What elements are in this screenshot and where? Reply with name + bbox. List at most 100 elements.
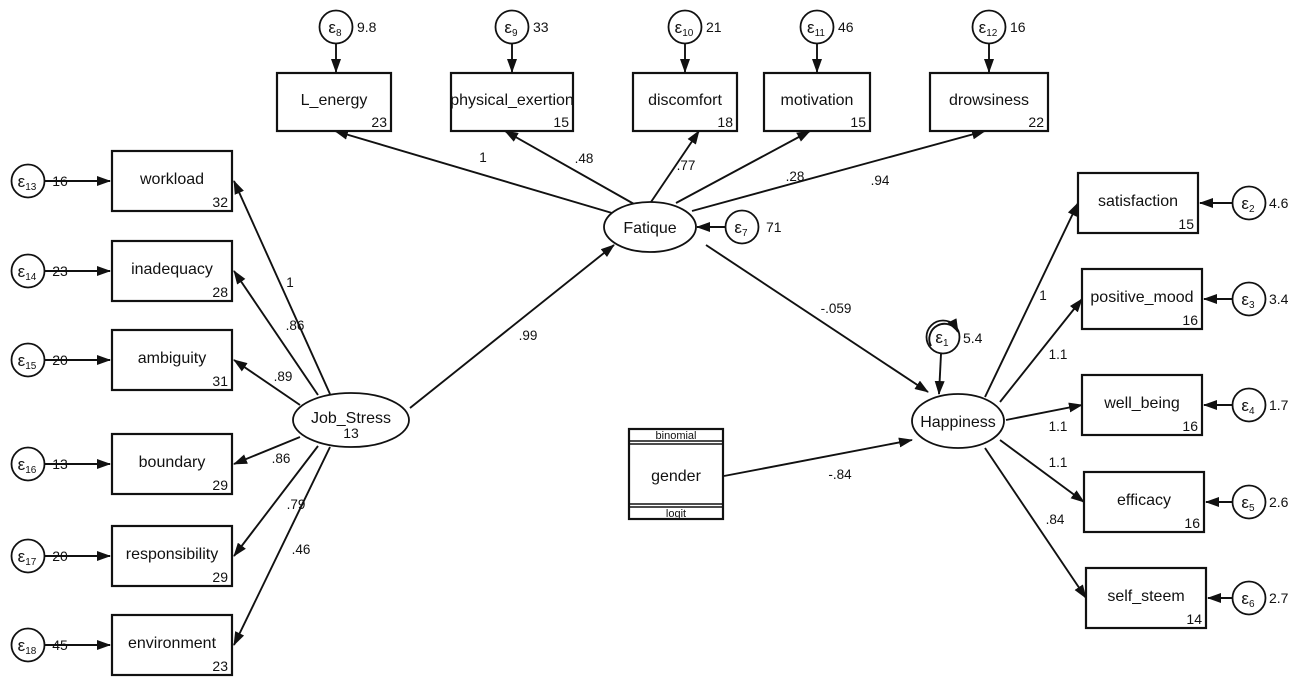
loading-coefficient: .77 xyxy=(677,158,696,173)
latent-happiness: Happiness xyxy=(911,393,1005,449)
epsilon-subscript: 18 xyxy=(25,646,37,657)
observed-variable-box xyxy=(110,613,234,677)
intercept-value: 29 xyxy=(212,477,228,493)
error-variance-value: 16 xyxy=(1010,19,1026,35)
loading-coefficient: 1.1 xyxy=(1049,347,1068,362)
loading-coefficient: 1.1 xyxy=(1049,455,1068,470)
observed-variable-box xyxy=(449,71,575,133)
structural-coefficient: -.84 xyxy=(828,467,852,482)
observed-variable-box xyxy=(762,71,872,133)
error-variance-value: 20 xyxy=(52,352,68,368)
error-path-happiness xyxy=(934,353,945,395)
epsilon-subscript: 14 xyxy=(25,272,37,283)
error-variance-value: 45 xyxy=(52,637,68,653)
variable-label: drowsiness xyxy=(949,92,1029,109)
loading-path-fatique-discomfort xyxy=(650,130,700,203)
error-variance-value: 21 xyxy=(706,19,722,35)
error-term-circle xyxy=(10,253,46,289)
loading-coefficient: .86 xyxy=(272,451,291,466)
error-term-circle xyxy=(494,9,530,45)
loading-coefficient: 1 xyxy=(479,150,487,165)
error-variance-value: 13 xyxy=(52,456,68,472)
variable-label: physical_exertion xyxy=(450,92,574,109)
loading-coefficient: .84 xyxy=(1046,512,1065,527)
intercept-value: 16 xyxy=(1182,312,1198,328)
latent-label: Job_Stress xyxy=(311,410,391,427)
observed-variable-box xyxy=(1080,373,1204,437)
variable-label: motivation xyxy=(781,92,854,109)
error-term-circle xyxy=(1231,281,1267,317)
intercept-value: 31 xyxy=(212,373,228,389)
error-term-circle xyxy=(799,9,835,45)
observed-variable-box xyxy=(928,71,1050,133)
variable-label: efficacy xyxy=(1117,492,1171,509)
loading-coefficient: .94 xyxy=(871,173,890,188)
variable-label: satisfaction xyxy=(1098,193,1178,210)
observed-variable-box xyxy=(110,432,234,496)
indicator-physical_exertion: physical_exertion 15 xyxy=(449,71,575,133)
loading-coefficient: 1 xyxy=(286,275,294,290)
intercept-value: 15 xyxy=(553,114,569,130)
paths-layer xyxy=(45,44,1232,650)
observed-variable-box xyxy=(110,524,234,588)
error-variance-value: 46 xyxy=(838,19,854,35)
latent-ellipse xyxy=(603,201,697,253)
epsilon-subscript: 2 xyxy=(1249,204,1255,215)
loading-path-job-stress-responsibility xyxy=(233,445,319,557)
link-label: logit xyxy=(666,508,686,520)
variable-label: ambiguity xyxy=(138,350,206,367)
error-term-circle xyxy=(318,9,354,45)
epsilon-subscript: 17 xyxy=(25,557,37,568)
observed-variable-box xyxy=(275,71,393,133)
variable-label: responsibility xyxy=(126,546,218,563)
loading-path-happiness-satisfaction xyxy=(984,202,1079,398)
epsilon-subscript: 12 xyxy=(986,28,998,39)
error-variance-value: 33 xyxy=(533,19,549,35)
epsilon-subscript: 15 xyxy=(25,361,37,372)
variable-label: environment xyxy=(128,635,217,652)
loading-path-job-stress-boundary xyxy=(233,436,301,465)
loading-path-happiness-positive_mood xyxy=(999,298,1083,403)
loading-path-happiness-well_being xyxy=(1005,402,1083,421)
epsilon-subscript: 7 xyxy=(742,228,748,239)
loading-path-fatique-physical_exertion xyxy=(504,130,635,205)
error-term-circle xyxy=(10,342,46,378)
latent-ellipse xyxy=(292,392,410,448)
error-term-circle xyxy=(1231,387,1267,423)
observed-variable-box xyxy=(110,239,234,303)
indicator-ambiguity: ambiguity 31 xyxy=(110,328,234,392)
loading-path-job-stress-environment xyxy=(233,446,331,646)
loading-path-fatique-drowsiness xyxy=(691,129,986,212)
intercept-value: 15 xyxy=(1178,216,1194,232)
error-variance-value: 5.4 xyxy=(963,330,983,346)
loading-coefficient: .89 xyxy=(274,369,293,384)
labels-layer: 1.48.77.28.941.86.89.86.79.4611.11.11.1.… xyxy=(272,150,1068,557)
observed-variable-box xyxy=(110,149,234,213)
epsilon-subscript: 1 xyxy=(943,338,949,349)
variable-label: workload xyxy=(139,171,204,188)
epsilon-subscript: 16 xyxy=(25,465,37,476)
observed-variable-box xyxy=(1080,267,1204,331)
variable-label: gender xyxy=(651,468,701,485)
